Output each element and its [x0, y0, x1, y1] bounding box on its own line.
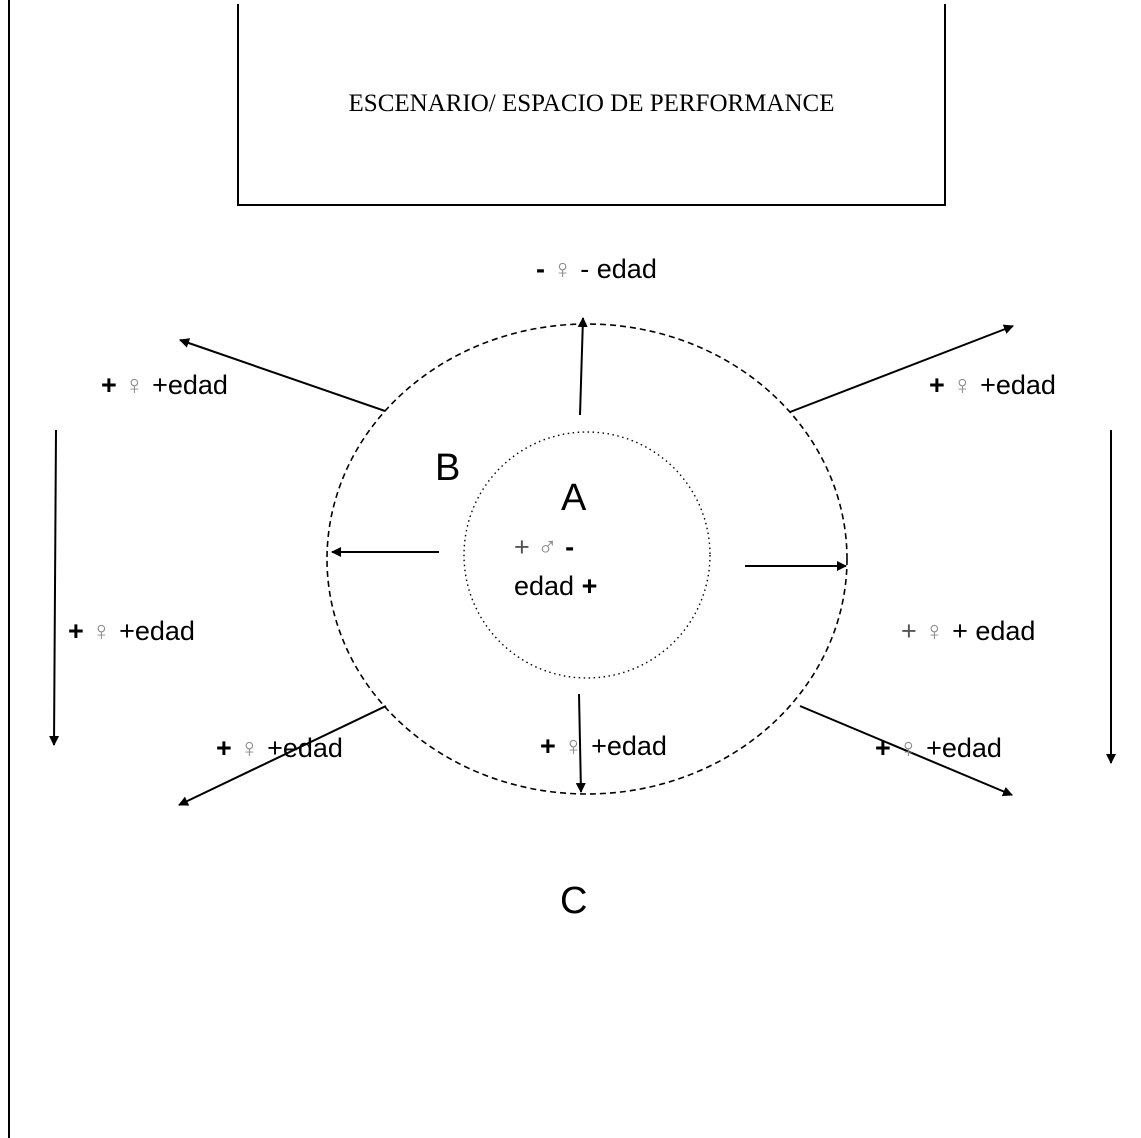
female-symbol-icon: ♀ [239, 733, 260, 763]
female-symbol-icon: ♀ [924, 616, 945, 646]
label-upper-right: + ♀ +edad [929, 370, 1056, 400]
arrow-left-vertical [49, 429, 60, 746]
stage-box: ESCENARIO/ ESPACIO DE PERFORMANCE [237, 4, 946, 206]
label-lower-left: + ♀ +edad [216, 733, 343, 763]
center-plus-sign: + [514, 532, 530, 562]
center-age-text: edad [514, 571, 575, 601]
center-minus-sign: - [565, 532, 575, 562]
female-symbol-icon: ♀ [952, 370, 973, 400]
arrow-lower-right [799, 705, 1013, 797]
label-mid-left: + ♀ +edad [68, 616, 195, 646]
label-upper-left: + ♀ +edad [101, 370, 228, 400]
label-lower-center: + ♀ +edad [540, 731, 667, 761]
inner-zone-a-circle [463, 431, 711, 679]
center-plus-sign-2: + [581, 571, 598, 601]
outer-zone-b-circle [326, 323, 848, 795]
zone-b-label: B [435, 447, 461, 489]
arrow-down [575, 693, 586, 793]
center-line-2: edad + [514, 573, 597, 600]
arrow-up [577, 317, 588, 416]
female-symbol-icon: ♀ [552, 254, 573, 284]
outer-frame [8, 0, 1141, 1138]
female-symbol-icon: ♀ [563, 731, 584, 761]
stage-title: ESCENARIO/ ESPACIO DE PERFORMANCE [348, 90, 835, 117]
arrow-lower-left [178, 705, 387, 806]
label-mid-right: + ♀ + edad [901, 616, 1036, 646]
label-lower-right: + ♀ +edad [875, 733, 1002, 763]
arrow-upper-left [179, 338, 386, 412]
label-top: - ♀ - edad [536, 254, 657, 284]
male-symbol-icon: ♂ [537, 532, 558, 562]
arrow-upper-right [789, 324, 1014, 413]
zone-a-label: A [561, 477, 587, 519]
zone-c-label: C [560, 880, 588, 922]
female-symbol-icon: ♀ [898, 733, 919, 763]
female-symbol-icon: ♀ [124, 370, 145, 400]
female-symbol-icon: ♀ [91, 616, 112, 646]
center-line-1: + ♂ - [514, 534, 574, 561]
